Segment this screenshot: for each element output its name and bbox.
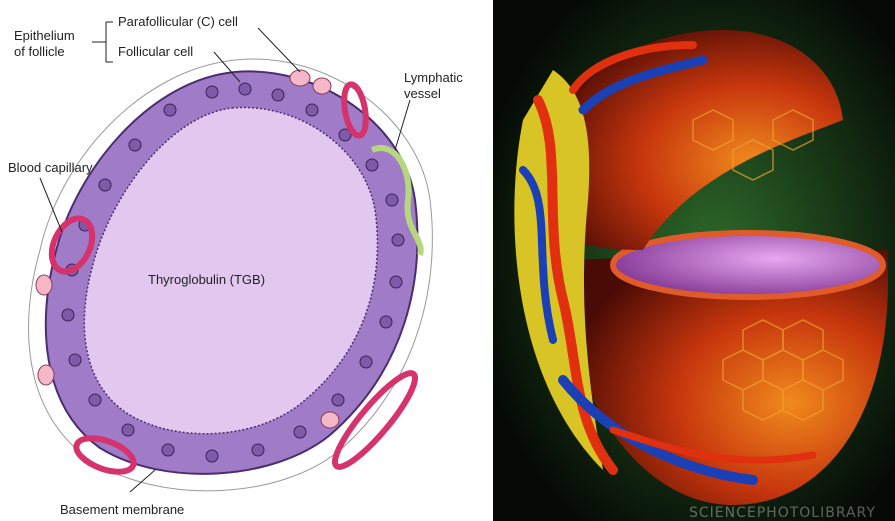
blood-capillaries bbox=[48, 81, 419, 475]
connective-tissue bbox=[28, 58, 433, 492]
label-parafollicular: Parafollicular (C) cell bbox=[118, 14, 238, 29]
parafollicular-cells bbox=[35, 69, 340, 429]
lymphatic-vessel bbox=[370, 145, 424, 256]
follicle-drawing bbox=[28, 21, 433, 493]
thyroid-follicle-diagram: Epithelium of follicle Parafollicular (C… bbox=[8, 14, 463, 517]
label-epithelium-line2: of follicle bbox=[14, 44, 65, 59]
illustration-drawing bbox=[493, 0, 895, 521]
colloid-surface bbox=[610, 230, 886, 300]
colloid-lumen bbox=[83, 106, 379, 435]
label-basement-membrane: Basement membrane bbox=[60, 502, 185, 517]
vessels bbox=[519, 41, 817, 485]
label-blood-capillary: Blood capillary bbox=[8, 160, 93, 175]
label-lymphatic-line2: vessel bbox=[404, 86, 441, 101]
label-epithelium-line1: Epithelium bbox=[14, 28, 75, 43]
watermark: SCIENCEPHOTOLIBRARY bbox=[689, 505, 876, 521]
label-follicular-cell: Follicular cell bbox=[118, 44, 194, 59]
cell-hex-pattern bbox=[692, 109, 844, 421]
leader-lines bbox=[39, 21, 411, 493]
label-lymphatic-line1: Lymphatic bbox=[404, 70, 463, 85]
follicle-illustration: SCIENCEPHOTOLIBRARY bbox=[493, 0, 895, 521]
label-thyroglobulin: Thyroglobulin (TGB) bbox=[148, 272, 266, 287]
